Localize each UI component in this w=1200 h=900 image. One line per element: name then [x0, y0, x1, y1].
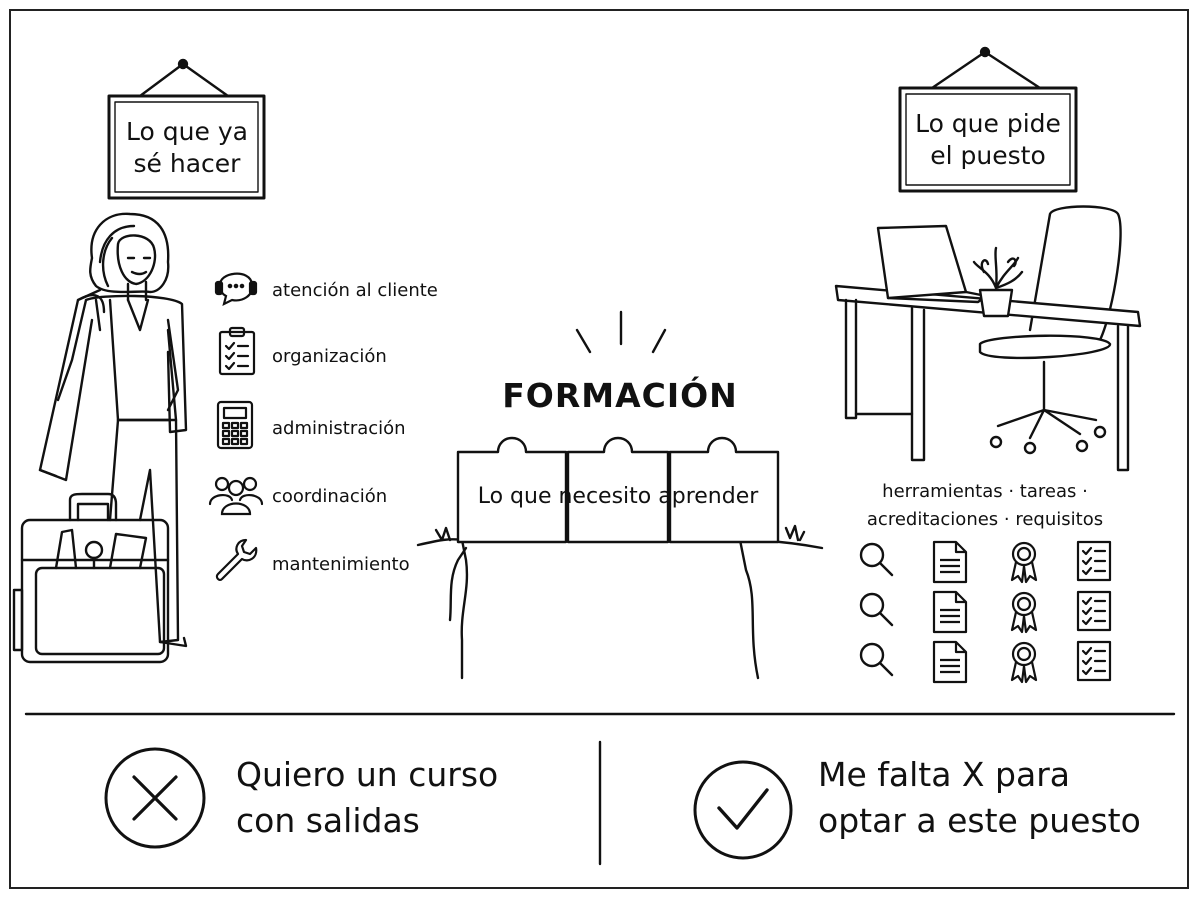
right-sign-line-1: Lo que pide: [915, 109, 1061, 138]
wrong-statement-line-2: con salidas: [236, 801, 420, 840]
skill-label-4: coordinación: [272, 486, 388, 507]
right-statement: Me falta X para optar a este puesto: [818, 752, 1141, 844]
check-circle-icon: [693, 760, 793, 860]
x-circle-icon: [104, 747, 206, 849]
office-desk-illustration: [834, 205, 1142, 472]
puzzle-text: Lo que necesito aprender: [477, 484, 759, 509]
spark-rays: [575, 310, 667, 354]
left-sign-line-1: Lo que ya: [126, 117, 248, 146]
right-sign-label: Lo que pide el puesto: [906, 108, 1070, 172]
right-statement-line-1: Me falta X para: [818, 755, 1070, 794]
right-sign-line-2: el puesto: [930, 141, 1046, 170]
checklist-clipboard-icon: [216, 326, 260, 376]
requirements-icon-grid: [856, 540, 1126, 686]
woman-illustration: [38, 212, 188, 648]
skill-label-3: administración: [272, 418, 406, 439]
illustration-frame: [9, 9, 1189, 889]
wrong-statement: Quiero un curso con salidas: [236, 752, 498, 844]
formacion-title: FORMACIÓN: [502, 376, 738, 415]
job-requirements-line-1: herramientas · tareas ·: [882, 481, 1088, 502]
right-sign: [898, 46, 1078, 193]
gap-cliffs: [416, 524, 824, 680]
job-requirements-text: herramientas · tareas · acreditaciones ·…: [840, 478, 1130, 534]
job-requirements-line-2: acreditaciones · requisitos: [866, 509, 1104, 530]
calculator-icon: [216, 400, 256, 450]
wrong-statement-line-1: Quiero un curso: [236, 755, 499, 794]
right-statement-line-2: optar a este puesto: [818, 801, 1141, 840]
left-sign-line-2: sé hacer: [133, 149, 241, 178]
puzzle-bridge: [456, 436, 780, 544]
skill-label-5: mantenimiento: [272, 554, 410, 575]
people-group-icon: [208, 470, 264, 516]
tool-bag-illustration: [12, 492, 170, 664]
wrench-icon: [212, 536, 262, 586]
skill-label-1: atención al cliente: [272, 280, 438, 301]
left-sign-label: Lo que ya sé hacer: [116, 116, 258, 180]
skill-label-2: organización: [272, 346, 387, 367]
left-sign: [107, 58, 266, 200]
headset-chat-icon: [212, 264, 262, 308]
